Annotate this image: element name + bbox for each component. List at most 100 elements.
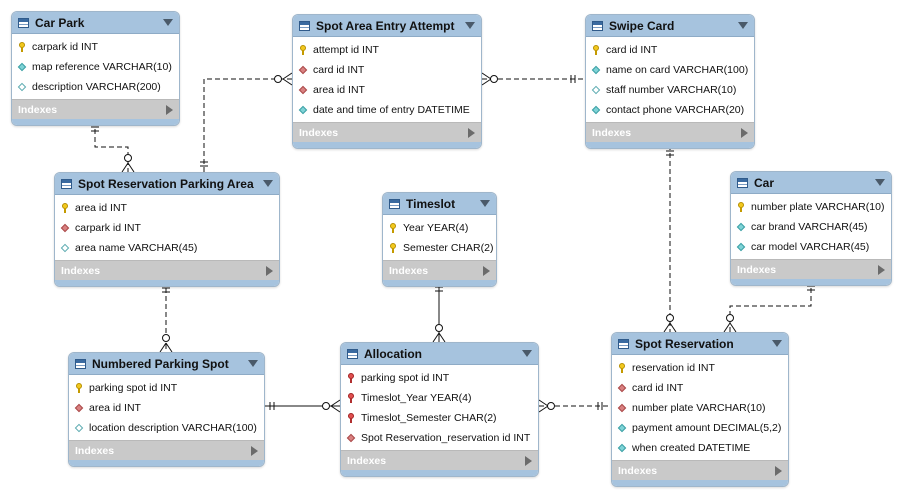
indexes-section[interactable]: Indexes	[731, 259, 891, 279]
column-row[interactable]: Timeslot_Year YEAR(4)	[341, 388, 538, 408]
not-null-column-icon	[591, 105, 601, 115]
expand-arrow-icon[interactable]	[251, 445, 258, 456]
column-row[interactable]: card id INT	[586, 40, 754, 60]
column-row[interactable]: area name VARCHAR(45)	[55, 238, 279, 258]
primary-foreign-key-icon	[346, 413, 356, 423]
table-header[interactable]: Numbered Parking Spot	[69, 353, 264, 375]
expand-arrow-icon[interactable]	[166, 104, 173, 115]
column-row[interactable]: when created DATETIME	[612, 438, 788, 458]
expand-arrow-icon[interactable]	[483, 265, 490, 276]
collapse-arrow-icon[interactable]	[248, 360, 258, 367]
table-car[interactable]: Car number plate VARCHAR(10) car brand VAR…	[730, 171, 892, 286]
expand-arrow-icon[interactable]	[525, 455, 532, 466]
not-null-column-icon	[617, 423, 627, 433]
collapse-arrow-icon[interactable]	[480, 200, 490, 207]
collapse-arrow-icon[interactable]	[465, 22, 475, 29]
table-title: Spot Reservation	[635, 336, 734, 351]
collapse-arrow-icon[interactable]	[875, 179, 885, 186]
table-title: Car Park	[35, 15, 85, 30]
table-header[interactable]: Spot Area Entry Attempt	[293, 15, 481, 37]
column-row[interactable]: area id INT	[69, 398, 264, 418]
table-spot-reservation-parking-area[interactable]: Spot Reservation Parking Area area id INT…	[54, 172, 280, 287]
table-header[interactable]: Allocation	[341, 343, 538, 365]
expand-arrow-icon[interactable]	[741, 127, 748, 138]
nullable-column-icon	[591, 85, 601, 95]
collapse-arrow-icon[interactable]	[263, 180, 273, 187]
indexes-section[interactable]: Indexes	[612, 460, 788, 480]
column-row[interactable]: contact phone VARCHAR(20)	[586, 100, 754, 120]
column-row[interactable]: name on card VARCHAR(100)	[586, 60, 754, 80]
rel-swipecard-entryattempt	[481, 72, 585, 86]
indexes-section[interactable]: Indexes	[341, 450, 538, 470]
expand-arrow-icon[interactable]	[266, 265, 273, 276]
column-row[interactable]: attempt id INT	[293, 40, 481, 60]
column-row[interactable]: carpark id INT	[55, 218, 279, 238]
table-title: Allocation	[364, 346, 423, 361]
column-row[interactable]: parking spot id INT	[341, 368, 538, 388]
not-null-column-icon	[298, 105, 308, 115]
collapse-arrow-icon[interactable]	[163, 19, 173, 26]
indexes-section[interactable]: Indexes	[12, 99, 179, 119]
column-row[interactable]: date and time of entry DATETIME	[293, 100, 481, 120]
column-row[interactable]: Spot Reservation_reservation id INT	[341, 428, 538, 448]
column-row[interactable]: carpark id INT	[12, 37, 179, 57]
column-row[interactable]: staff number VARCHAR(10)	[586, 80, 754, 100]
column-row[interactable]: location description VARCHAR(100)	[69, 418, 264, 438]
column-list: parking spot id INT area id INT location d…	[69, 375, 264, 440]
indexes-section[interactable]: Indexes	[293, 122, 481, 142]
indexes-label: Indexes	[18, 103, 58, 116]
column-row[interactable]: Timeslot_Semester CHAR(2)	[341, 408, 538, 428]
collapse-arrow-icon[interactable]	[522, 350, 532, 357]
column-row[interactable]: payment amount DECIMAL(5,2)	[612, 418, 788, 438]
column-label: Timeslot_Semester CHAR(2)	[361, 412, 497, 424]
table-header[interactable]: Swipe Card	[586, 15, 754, 37]
table-header[interactable]: Timeslot	[383, 193, 496, 215]
foreign-key-icon	[298, 85, 308, 95]
column-row[interactable]: Semester CHAR(2)	[383, 238, 496, 258]
expand-arrow-icon[interactable]	[468, 127, 475, 138]
table-footer-bar	[731, 279, 891, 285]
column-row[interactable]: number plate VARCHAR(10)	[731, 197, 891, 217]
table-icon	[299, 20, 310, 31]
table-header[interactable]: Car	[731, 172, 891, 194]
column-row[interactable]: number plate VARCHAR(10)	[612, 398, 788, 418]
table-header[interactable]: Spot Reservation Parking Area	[55, 173, 279, 195]
column-row[interactable]: area id INT	[293, 80, 481, 100]
column-row[interactable]: Year YEAR(4)	[383, 218, 496, 238]
indexes-section[interactable]: Indexes	[586, 122, 754, 142]
primary-foreign-key-icon	[346, 373, 356, 383]
column-row[interactable]: map reference VARCHAR(10)	[12, 57, 179, 77]
expand-arrow-icon[interactable]	[878, 264, 885, 275]
table-title: Numbered Parking Spot	[92, 356, 229, 371]
indexes-section[interactable]: Indexes	[69, 440, 264, 460]
indexes-section[interactable]: Indexes	[55, 260, 279, 280]
column-row[interactable]: car brand VARCHAR(45)	[731, 217, 891, 237]
collapse-arrow-icon[interactable]	[738, 22, 748, 29]
collapse-arrow-icon[interactable]	[772, 340, 782, 347]
column-list: Year YEAR(4)Semester CHAR(2)	[383, 215, 496, 260]
column-row[interactable]: area id INT	[55, 198, 279, 218]
not-null-column-icon	[736, 242, 746, 252]
column-label: payment amount DECIMAL(5,2)	[632, 422, 782, 434]
column-row[interactable]: parking spot id INT	[69, 378, 264, 398]
table-numbered-parking-spot[interactable]: Numbered Parking Spot parking spot id INT…	[68, 352, 265, 467]
table-header[interactable]: Spot Reservation	[612, 333, 788, 355]
column-row[interactable]: description VARCHAR(200)	[12, 77, 179, 97]
table-header[interactable]: Car Park	[12, 12, 179, 34]
column-label: car brand VARCHAR(45)	[751, 221, 868, 233]
column-row[interactable]: car model VARCHAR(45)	[731, 237, 891, 257]
indexes-section[interactable]: Indexes	[383, 260, 496, 280]
column-row[interactable]: reservation id INT	[612, 358, 788, 378]
column-row[interactable]: card id INT	[612, 378, 788, 398]
column-label: area id INT	[89, 402, 141, 414]
expand-arrow-icon[interactable]	[775, 465, 782, 476]
column-row[interactable]: card id INT	[293, 60, 481, 80]
rel-parkingarea-parkingspot	[159, 280, 173, 353]
